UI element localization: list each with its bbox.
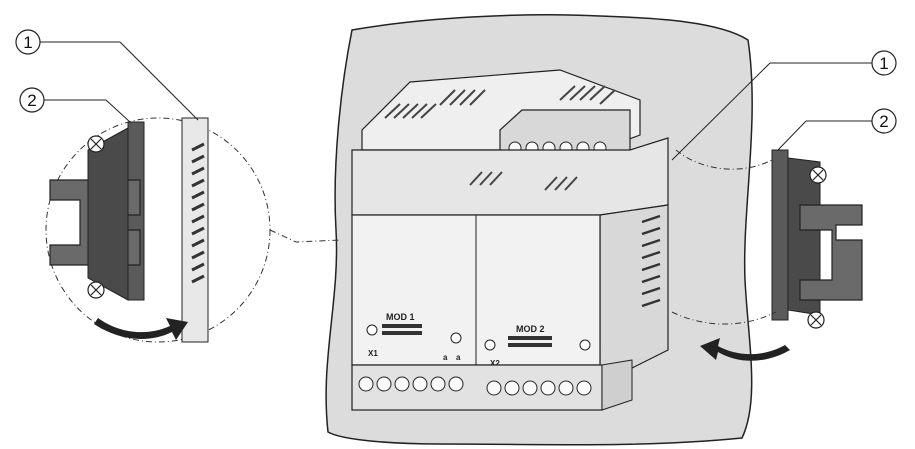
bottom-terminal-screws [358,376,592,396]
right-mounting-bracket [771,149,863,321]
terminal-mark-1: a [443,353,448,362]
device-middle-step [351,137,669,216]
terminal-1-label: X1 [368,349,378,358]
magnified-vents [191,142,205,284]
callout-right-2: 2 [777,108,897,151]
module-2-pins [508,336,552,347]
device: MOD 1 MOD 2 X1 X2 a a [351,69,669,411]
detail-connector-line [269,229,341,243]
terminal-mark-2: a [456,353,461,362]
side-vents [641,214,661,308]
callout-left-1-label: 1 [23,33,32,52]
module-2-label: MOD 2 [516,324,545,334]
right-guide-lower [671,311,777,325]
left-rotation-arrow-icon [94,318,188,340]
left-detail-view [45,117,271,343]
top-vents [384,85,616,119]
callout-left-2-label: 2 [27,91,36,110]
module-1-label: MOD 1 [386,312,415,322]
module-1-pins [382,324,422,335]
left-mounting-bracket [49,121,145,301]
middle-vents [469,171,578,191]
callout-left-1: 1 [15,29,199,121]
callout-right-2-label: 2 [879,112,888,131]
callout-right-1-label: 1 [879,54,888,73]
callout-left-2: 2 [19,87,131,123]
callout-right-1: 1 [671,50,897,161]
terminal-2-label: X2 [490,359,500,368]
right-rotation-arrow-icon [700,338,790,361]
